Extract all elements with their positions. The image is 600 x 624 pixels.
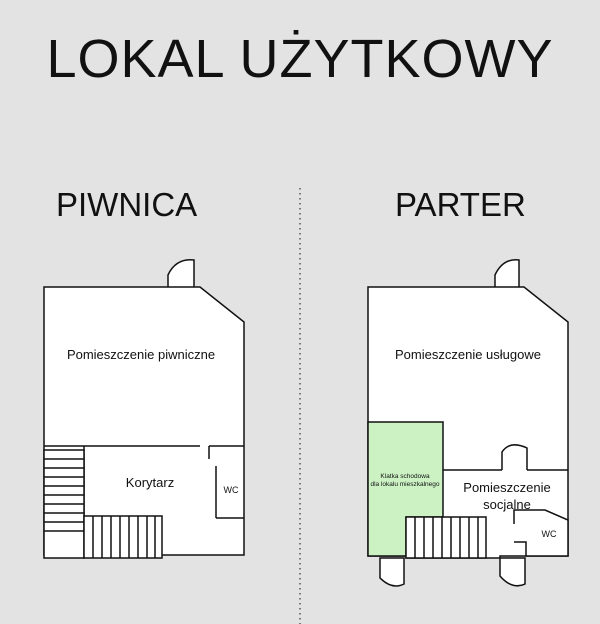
page-title: LOKAL UŻYTKOWY bbox=[46, 29, 554, 89]
exit-door-swing-left bbox=[379, 557, 405, 587]
room-label-corridor: Korytarz bbox=[126, 475, 174, 490]
room-label-staircase-line1: Klatka schodowa bbox=[380, 473, 430, 480]
interior-door-swing bbox=[501, 444, 528, 470]
basement-stairs-bottom bbox=[83, 515, 163, 559]
wc-room bbox=[513, 509, 569, 557]
entrance-door-swing bbox=[494, 259, 520, 287]
exit-door-swing-right bbox=[499, 557, 526, 587]
section-title-basement: PIWNICA bbox=[56, 186, 198, 223]
room-label-social-line1: Pomieszczenie bbox=[463, 480, 550, 495]
room-label-wc-basement: WC bbox=[224, 485, 239, 495]
ground-floor-plan bbox=[367, 259, 569, 587]
basement-plan bbox=[43, 259, 245, 559]
room-label-basement: Pomieszczenie piwniczne bbox=[67, 347, 215, 362]
ground-stairs-bottom bbox=[405, 516, 487, 559]
entrance-door-swing bbox=[167, 259, 195, 287]
room-label-service: Pomieszczenie usługowe bbox=[395, 347, 541, 362]
section-title-ground-floor: PARTER bbox=[395, 186, 526, 223]
room-label-social-line2: socjalne bbox=[483, 497, 531, 512]
room-label-staircase-line2: dla lokalu mieszkalnego bbox=[370, 481, 439, 488]
room-label-wc-ground: WC bbox=[542, 529, 557, 539]
